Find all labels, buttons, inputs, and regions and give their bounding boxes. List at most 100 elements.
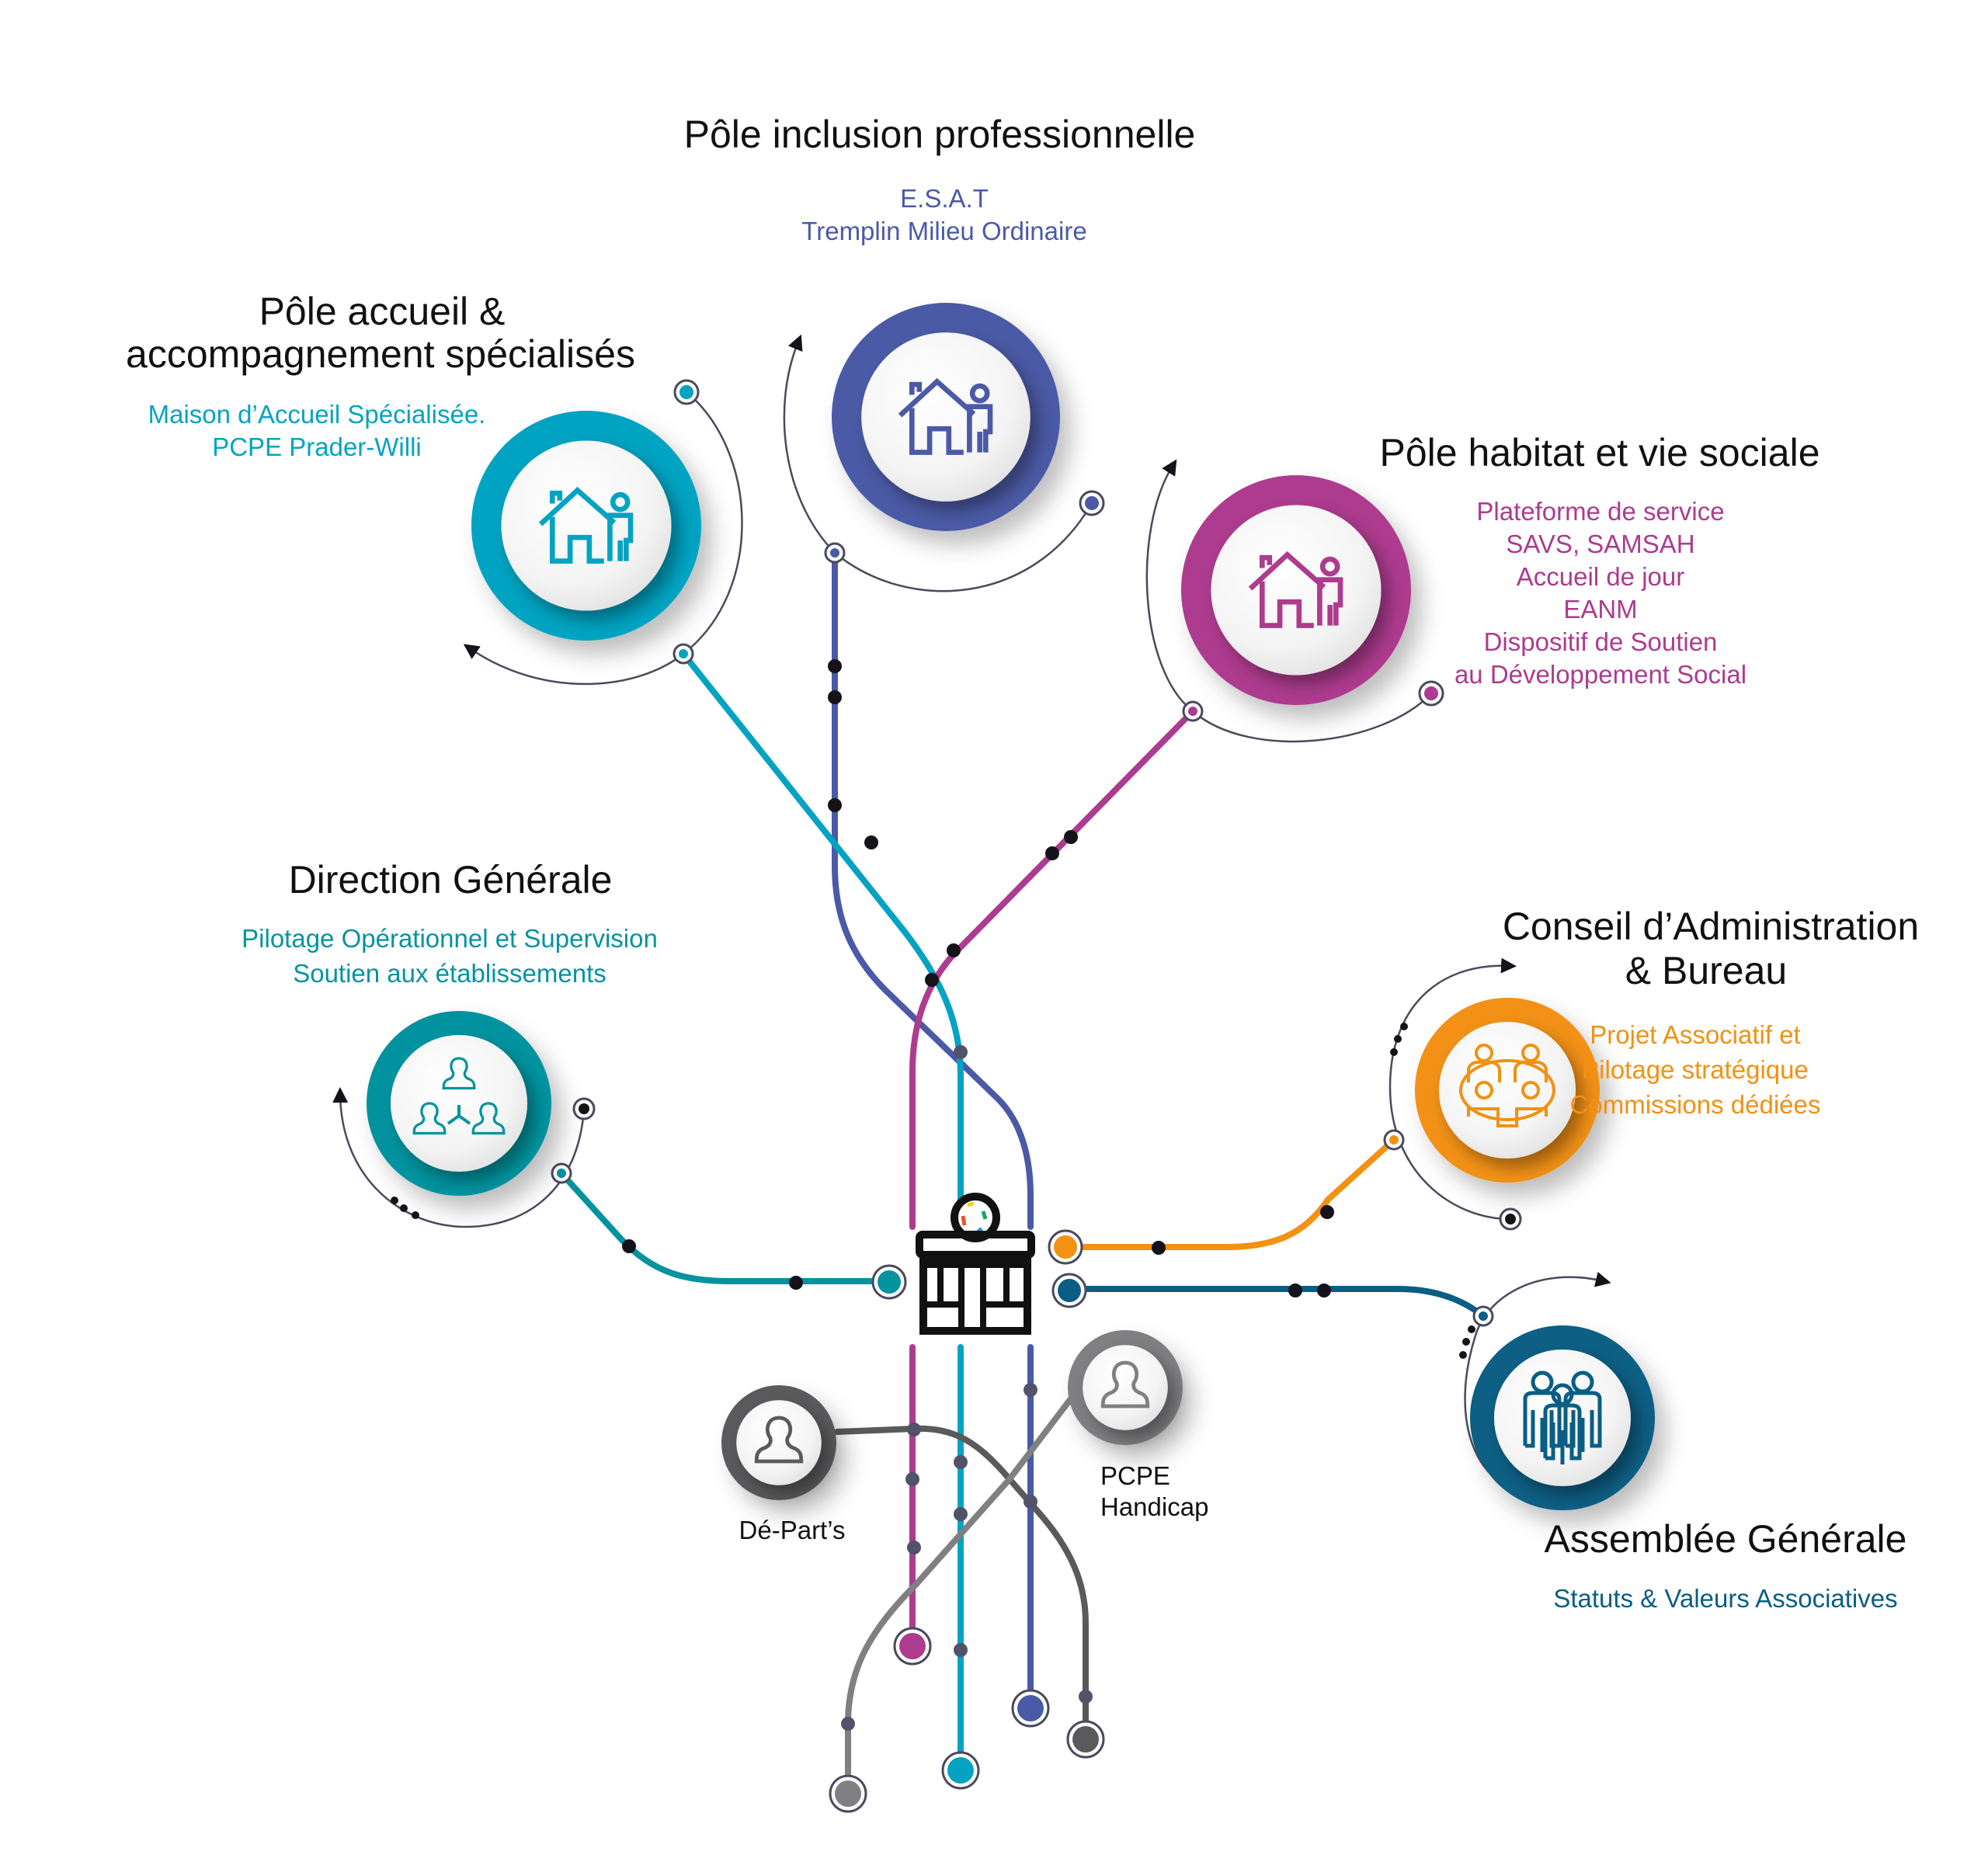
- sub-habitat-5: Dispositif de Soutien: [1484, 627, 1718, 656]
- person-icon: [471, 1102, 506, 1135]
- terminal-habitat: [893, 1627, 932, 1666]
- station-dot: [828, 659, 842, 673]
- sub-accueil-1: Maison d’Accueil Spécialisée.: [148, 400, 486, 429]
- transfer-dot: [841, 1717, 855, 1731]
- junction-inclusion: [824, 542, 846, 564]
- station-dot: [1317, 1284, 1331, 1297]
- station-dot: [622, 1239, 636, 1253]
- station-dot: [828, 798, 842, 812]
- org-people-icon: [412, 1057, 506, 1135]
- house-person-icon: [538, 486, 634, 564]
- label-pcpe-1: PCPE: [1100, 1461, 1170, 1490]
- node-inclusion[interactable]: [832, 303, 1060, 531]
- person-icon: [412, 1102, 447, 1135]
- terminal-accueil: [941, 1751, 980, 1790]
- node-accueil[interactable]: [471, 411, 701, 641]
- title-inclusion: Pôle inclusion professionnelle: [684, 113, 1196, 156]
- transfer-dot: [954, 1045, 968, 1059]
- station-dot: [1064, 830, 1078, 844]
- orbit-arc-conseil: [1388, 957, 1517, 1221]
- station-dot: [947, 943, 961, 957]
- terminal-conseil: [1048, 1229, 1083, 1265]
- arc-end-conseil: [1499, 1207, 1522, 1231]
- node-conseil[interactable]: [1415, 998, 1600, 1183]
- terminal-assemblee: [1051, 1273, 1087, 1308]
- terminal-pcpe: [829, 1774, 867, 1813]
- node-habitat[interactable]: [1181, 475, 1411, 705]
- arc-dot: [1468, 1325, 1475, 1333]
- sub-habitat-3: Accueil de jour: [1517, 562, 1684, 591]
- line-departs: [834, 1425, 1089, 1727]
- transfer-dot: [907, 1423, 921, 1436]
- transfer-dot: [954, 1643, 968, 1657]
- label-departs: Dé-Part’s: [739, 1516, 846, 1544]
- title-assemblee: Assemblée Générale: [1545, 1517, 1907, 1561]
- group-people-icon: [1523, 1370, 1602, 1464]
- node-direction[interactable]: [367, 1011, 551, 1196]
- station-dot: [828, 690, 842, 704]
- transfer-dot: [954, 1507, 968, 1521]
- junction-habitat: [1182, 700, 1204, 722]
- junction-direction: [551, 1162, 572, 1184]
- arc-dot: [391, 1197, 398, 1204]
- junction-conseil: [1383, 1129, 1405, 1151]
- sub-habitat-4: EANM: [1563, 595, 1637, 624]
- node-pcpe[interactable]: [1068, 1330, 1183, 1445]
- station-dot: [925, 973, 939, 987]
- sub-conseil-3: Commissions dédiées: [1570, 1090, 1821, 1119]
- arc-end-accueil: [673, 379, 700, 405]
- terminals: [551, 379, 1568, 1813]
- labels: Pôle inclusion professionnelle E.S.A.T T…: [126, 113, 1919, 1613]
- transfer-dot: [1024, 1383, 1037, 1397]
- node-circles: [367, 303, 1655, 1510]
- line-inclusion: [832, 550, 1034, 1711]
- transfer-dot: [1024, 1495, 1037, 1509]
- station-dot: [789, 1276, 803, 1290]
- title-habitat: Pôle habitat et vie sociale: [1379, 431, 1819, 474]
- node-departs[interactable]: [721, 1385, 836, 1500]
- arc-dot: [400, 1204, 408, 1212]
- station-dot: [1045, 846, 1059, 860]
- person-icon: [1100, 1360, 1150, 1409]
- sub-conseil-2: Pilotage stratégique: [1582, 1055, 1809, 1084]
- arc-end-habitat: [1418, 680, 1444, 707]
- arc-end-inclusion: [1079, 490, 1105, 516]
- station-dot: [1288, 1284, 1302, 1297]
- title-conseil-2: & Bureau: [1625, 949, 1787, 992]
- sub-inclusion-2: Tremplin Milieu Ordinaire: [801, 217, 1086, 245]
- arc-dot: [1394, 1035, 1402, 1043]
- station-dot: [1152, 1241, 1166, 1255]
- node-assemblee[interactable]: [1470, 1325, 1655, 1510]
- arc-end-direction: [572, 1097, 596, 1120]
- transfer-dot: [954, 1455, 968, 1469]
- house-person-icon: [898, 377, 993, 455]
- transfer-dot: [907, 1541, 921, 1555]
- arc-dot: [1462, 1338, 1470, 1346]
- junction-assemblee: [1472, 1305, 1494, 1327]
- station-dots: [391, 659, 1475, 1731]
- house-person-icon: [1248, 551, 1343, 628]
- line-conseil: [1062, 1137, 1397, 1250]
- arc-dot: [1390, 1048, 1398, 1056]
- arc-dot: [1400, 1023, 1408, 1030]
- sub-habitat-2: SAVS, SAMSAH: [1506, 530, 1694, 558]
- junction-accueil: [673, 643, 694, 665]
- line-habitat: [909, 708, 1196, 1649]
- transfer-dot: [1079, 1690, 1093, 1704]
- sub-habitat-6: au Développement Social: [1455, 660, 1746, 689]
- terminal-direction: [871, 1264, 907, 1300]
- arc-dot: [1459, 1351, 1467, 1359]
- title-accueil-1: Pôle accueil &: [259, 290, 506, 333]
- building-icon: [916, 1193, 1035, 1335]
- sub-inclusion-1: E.S.A.T: [900, 184, 989, 213]
- sub-direction-1: Pilotage Opérationnel et Supervision: [242, 924, 658, 953]
- title-accueil-2: accompagnement spécialisés: [126, 332, 635, 376]
- sub-assemblee-1: Statuts & Valeurs Associatives: [1553, 1584, 1897, 1613]
- terminal-inclusion: [1011, 1689, 1050, 1728]
- metro-lines: [558, 550, 1486, 1789]
- transfer-dot: [905, 1472, 919, 1486]
- terminal-departs: [1066, 1720, 1105, 1759]
- meeting-table-icon: [1459, 1044, 1555, 1127]
- sub-habitat-1: Plateforme de service: [1476, 497, 1724, 526]
